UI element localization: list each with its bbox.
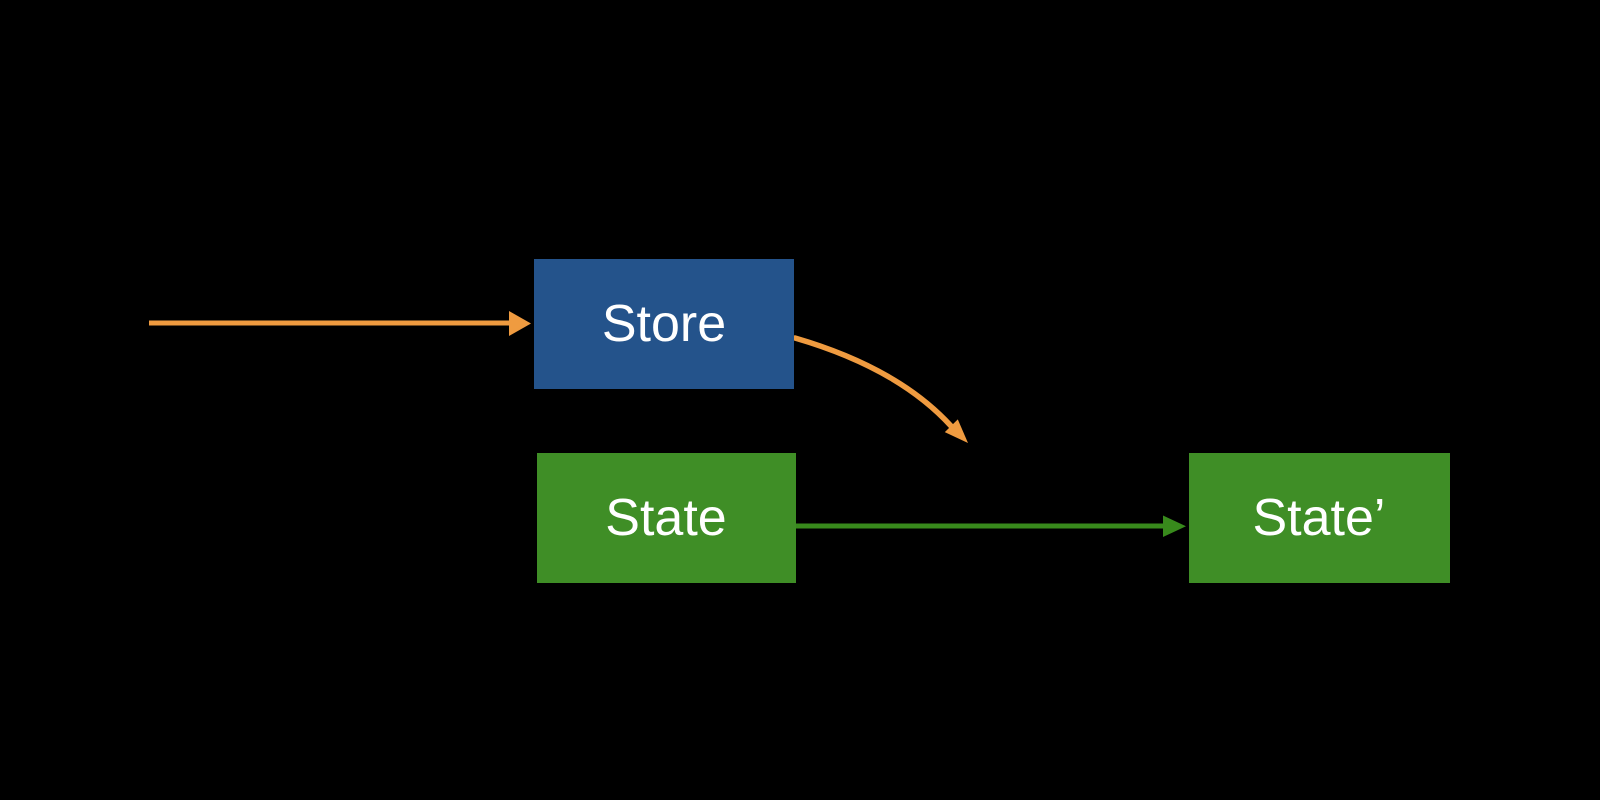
edge-store-to-state-prime-arrowhead-icon	[944, 419, 968, 443]
store-box	[534, 259, 794, 389]
state-box	[537, 453, 796, 583]
state-prime-box	[1189, 453, 1450, 583]
edge-input-to-store-arrowhead-icon	[509, 311, 531, 336]
node-state-prime: State’	[1189, 453, 1450, 583]
edge-state-to-state-prime-arrowhead-icon	[1163, 515, 1186, 537]
state-prime-label: State’	[1253, 489, 1386, 547]
node-store: Store	[534, 259, 794, 389]
store-label: Store	[602, 295, 726, 353]
edge-state-to-state-prime	[796, 515, 1186, 537]
node-state: State	[537, 453, 796, 583]
state-label: State	[605, 489, 726, 547]
edge-input-to-store	[149, 311, 531, 336]
edge-store-to-state-prime-shaft	[792, 335, 954, 429]
edge-store-to-state-prime	[792, 335, 968, 443]
